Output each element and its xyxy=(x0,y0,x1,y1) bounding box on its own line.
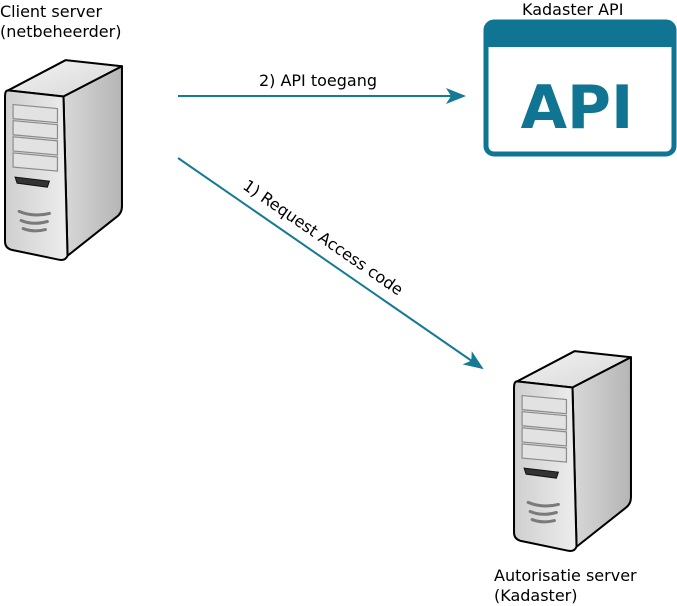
arrow-api-access-label: 2) API toegang xyxy=(259,71,377,90)
arrow-request-code-label: 1) Request Access code xyxy=(240,176,407,300)
client-server-org: (netbeheerder) xyxy=(0,22,122,41)
autorisatie-server-org: (Kadaster) xyxy=(494,586,578,605)
kadaster-api-title: Kadaster API xyxy=(522,0,624,19)
api-logo-text: API xyxy=(521,73,634,143)
client-server-label: Client server (netbeheerder) xyxy=(0,2,121,42)
autorisatie-server-name: Autorisatie server xyxy=(494,566,637,585)
arrow-request-code: 1) Request Access code xyxy=(177,157,484,370)
client-server-name: Client server xyxy=(0,2,103,21)
arrow-api-access: 2) API toegang xyxy=(178,71,466,104)
autorisatie-server-icon xyxy=(512,349,633,553)
api-window-icon: API xyxy=(483,19,677,157)
autorisatie-server-label: Autorisatie server (Kadaster) xyxy=(494,566,637,606)
client-server-icon xyxy=(3,58,124,262)
